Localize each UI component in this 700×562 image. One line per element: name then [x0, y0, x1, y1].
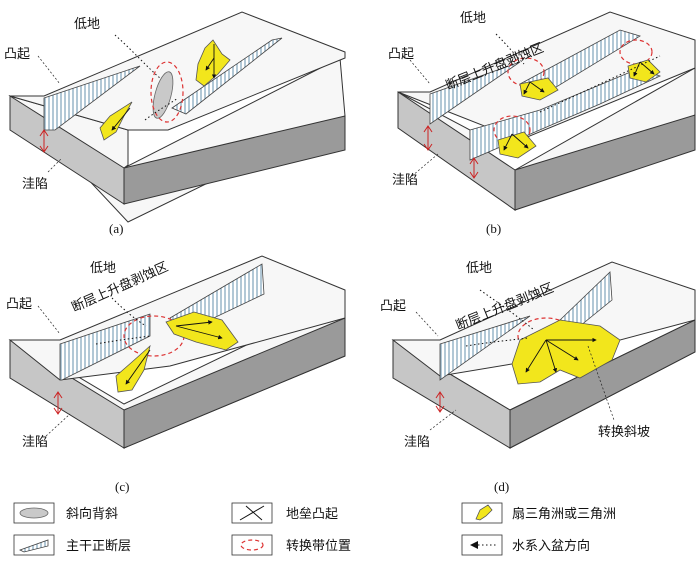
caption-b: (b)	[486, 221, 501, 236]
label-uplift-c: 凸起	[6, 297, 32, 312]
main-fault-d1	[439, 315, 531, 381]
label-lowland-d: 低地	[466, 261, 492, 276]
oblique-anticline-a	[152, 71, 174, 119]
main-fault-c1	[59, 313, 151, 381]
block-b-side	[514, 114, 696, 211]
fan-delta-icon	[475, 504, 493, 521]
block-a-side	[123, 115, 346, 205]
legend-label-drainage: 水系入盆方向	[512, 538, 590, 554]
block-c-side	[123, 317, 346, 449]
main-fault-a2	[171, 37, 283, 115]
fan-b3	[497, 131, 537, 159]
label-uplift-b: 凸起	[388, 47, 414, 62]
transfer-zone-a	[150, 61, 184, 123]
offset-a	[39, 129, 49, 153]
label-uplift-d: 凸起	[380, 299, 406, 314]
main-fault-b1	[429, 61, 521, 125]
fan-c1	[165, 311, 239, 351]
drainage-a2	[144, 97, 179, 121]
label-lowland-a: 低地	[74, 17, 100, 32]
label-uplift-a: 凸起	[4, 47, 30, 62]
legend-label-fault: 主干正断层	[66, 539, 131, 554]
label-lowland-c: 低地	[90, 261, 116, 276]
panel-c: 低地 凸起 断层上升盘剥蚀区 洼陷 (c)	[6, 255, 346, 494]
transfer-zone-b1	[507, 57, 545, 87]
legend-label-anticline: 斜向背斜	[66, 506, 118, 522]
label-ramp-d: 转换斜坡	[598, 425, 650, 440]
legend-swatch-transfer	[231, 534, 273, 556]
transfer-zone-b3	[493, 115, 531, 145]
main-normal-fault-icon	[18, 539, 49, 553]
fan-c2	[115, 344, 151, 393]
caption-d: (d)	[494, 479, 509, 494]
panel-a: 凸起 低地 洼陷 (a)	[4, 11, 346, 236]
caption-c: (c)	[115, 479, 129, 494]
legend-label-transfer: 转换带位置	[286, 539, 351, 554]
panel-b: 低地 凸起 断层上升盘剥蚀区 洼陷 (b)	[388, 11, 696, 236]
label-depression-b: 洼陷	[392, 173, 418, 188]
legend-label-horst: 地垒凸起	[286, 507, 338, 522]
horst-uplift-icon	[239, 505, 265, 521]
fan-a1	[195, 39, 231, 87]
label-depression-a: 洼陷	[22, 177, 48, 192]
drainage-arrow-icon	[470, 541, 478, 549]
panel-d: 低地 凸起 断层上升盘剥蚀区 转换斜坡 洼陷 (d)	[380, 261, 696, 494]
label-lowland-b: 低地	[460, 11, 486, 26]
block-d-side	[509, 319, 696, 449]
label-depression-c: 洼陷	[22, 435, 48, 450]
oblique-anticline-icon	[19, 507, 49, 519]
label-depression-d: 洼陷	[404, 435, 430, 450]
transfer-zone-icon	[240, 539, 264, 551]
legend-label-fan: 扇三角洲或三角洲	[512, 506, 616, 522]
main-fault-a1	[43, 65, 141, 131]
arrow-a2	[205, 57, 215, 71]
arrow-a3	[111, 107, 131, 131]
caption-a: (a)	[109, 221, 123, 236]
legend: 斜向背斜 地垒凸起 扇三角洲或三角洲 主干正断层 转换带位置 水系入盆方向	[13, 502, 616, 556]
